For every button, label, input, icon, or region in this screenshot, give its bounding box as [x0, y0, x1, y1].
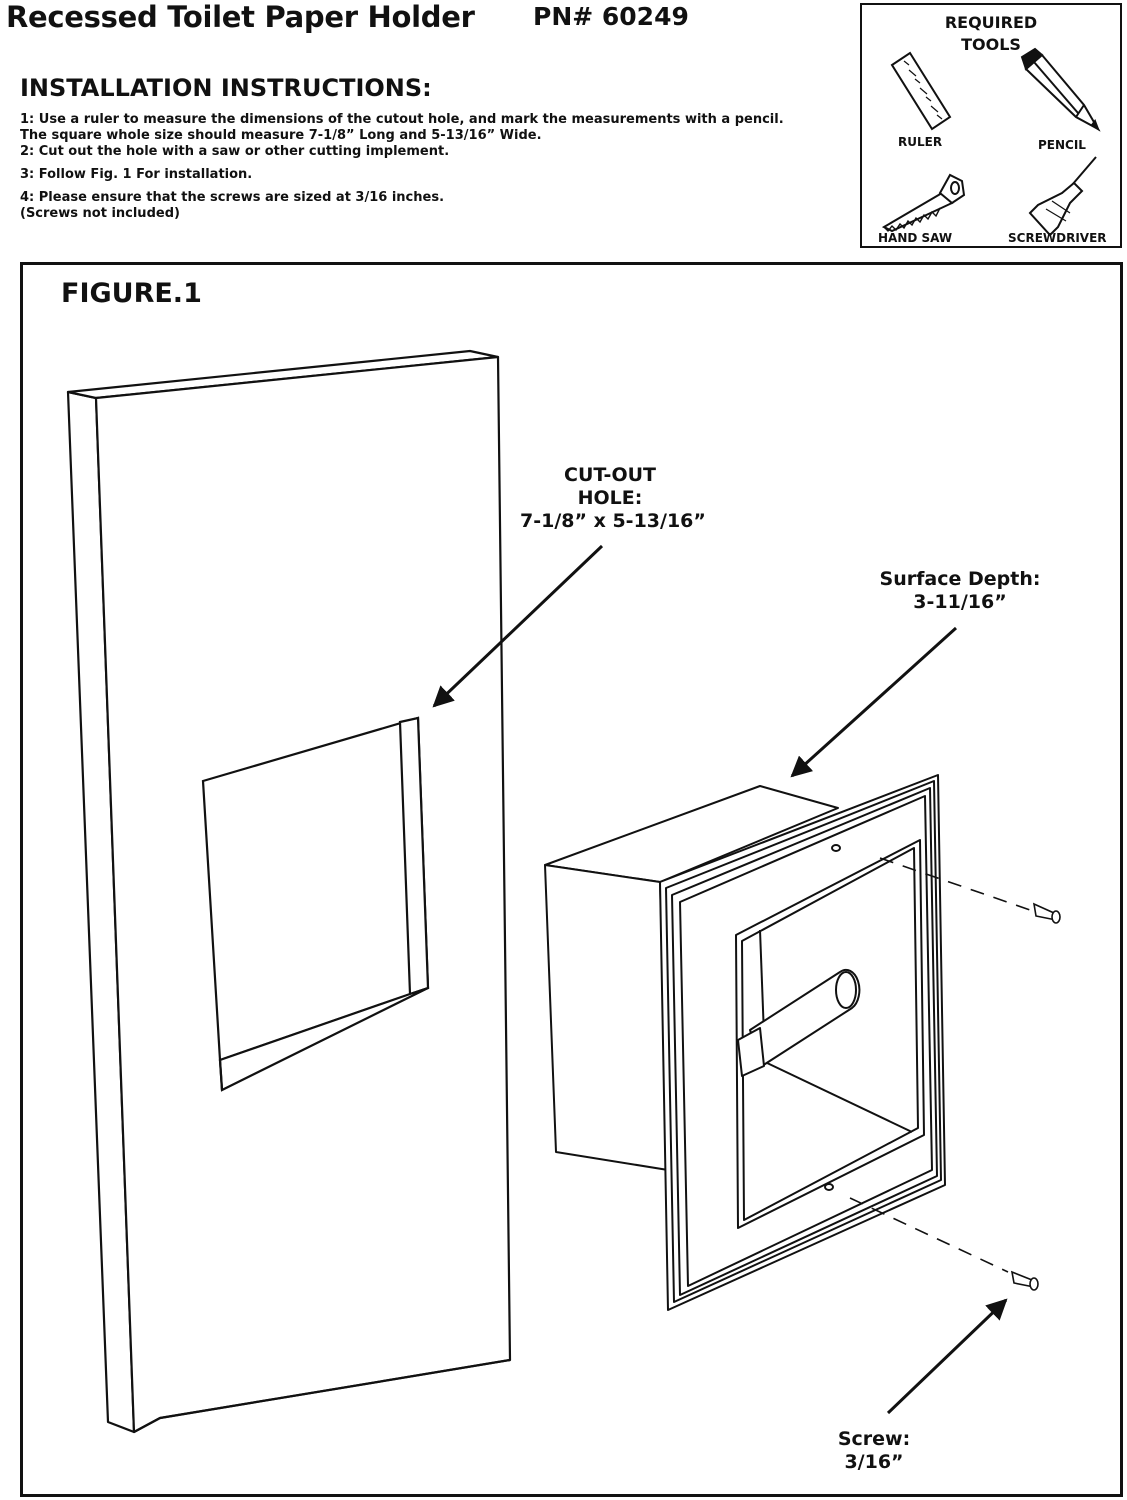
tool-label-pencil: PENCIL	[1038, 138, 1086, 152]
instructions-heading: INSTALLATION INSTRUCTIONS:	[20, 74, 432, 102]
pencil-icon	[1020, 47, 1101, 132]
instruction-step: 1: Use a ruler to measure the dimensions…	[20, 112, 784, 127]
document-title: Recessed Toilet Paper Holder	[6, 0, 475, 34]
instruction-step: 4: Please ensure that the screws are siz…	[20, 190, 445, 205]
required-tools-panel: REQUIRED TOOLS	[860, 3, 1122, 248]
instruction-step: 3: Follow Fig. 1 For installation.	[20, 167, 253, 182]
toilet-paper-holder	[544, 774, 946, 1311]
cutout-hole	[201, 716, 430, 1092]
callout-line: Surface Depth:	[879, 568, 1041, 590]
cutout-arrow	[432, 544, 604, 708]
surface-depth-callout: Surface Depth: 3-11/16”	[860, 568, 1060, 614]
screw-icon	[1010, 1270, 1039, 1291]
tool-label-ruler: RULER	[898, 135, 943, 149]
tool-label-hand-saw: HAND SAW	[878, 231, 953, 245]
callout-line: HOLE:	[577, 487, 643, 509]
screw-path-lines	[849, 857, 1031, 1273]
tools-heading-line: REQUIRED	[944, 13, 1038, 32]
screw-arrow	[886, 1298, 1008, 1415]
depth-arrow	[790, 626, 958, 778]
instruction-step: 2: Cut out the hole with a saw or other …	[20, 144, 450, 159]
cutout-callout: CUT-OUT HOLE: 7-1/8” x 5-13/16”	[520, 464, 706, 533]
figure-title: FIGURE.1	[61, 278, 202, 309]
part-number: PN# 60249	[533, 2, 689, 31]
required-tools-heading: REQUIRED TOOLS	[862, 12, 1120, 56]
instruction-note: (Screws not included)	[20, 206, 180, 221]
instruction-step: The square whole size should measure 7-1…	[20, 128, 542, 143]
screw-callout: Screw: 3/16”	[824, 1428, 924, 1474]
instruction-steps: 1: Use a ruler to measure the dimensions…	[20, 112, 850, 222]
callout-arrows	[432, 544, 1008, 1415]
callout-line: Screw:	[837, 1428, 911, 1450]
hand-saw-icon	[881, 173, 966, 233]
ruler-icon	[890, 51, 952, 131]
callout-line: CUT-OUT	[564, 464, 656, 486]
tools-heading-line: TOOLS	[961, 35, 1021, 54]
tool-label-screwdriver: SCREWDRIVER	[1008, 231, 1107, 245]
screwdriver-icon	[1028, 156, 1097, 237]
callout-line: 3-11/16”	[913, 591, 1007, 613]
callout-line: 3/16”	[844, 1451, 904, 1473]
tool-icons	[881, 47, 1101, 237]
callout-line: 7-1/8” x 5-13/16”	[520, 510, 706, 532]
screw-icon	[1032, 902, 1061, 924]
figure-frame	[20, 262, 1123, 1497]
